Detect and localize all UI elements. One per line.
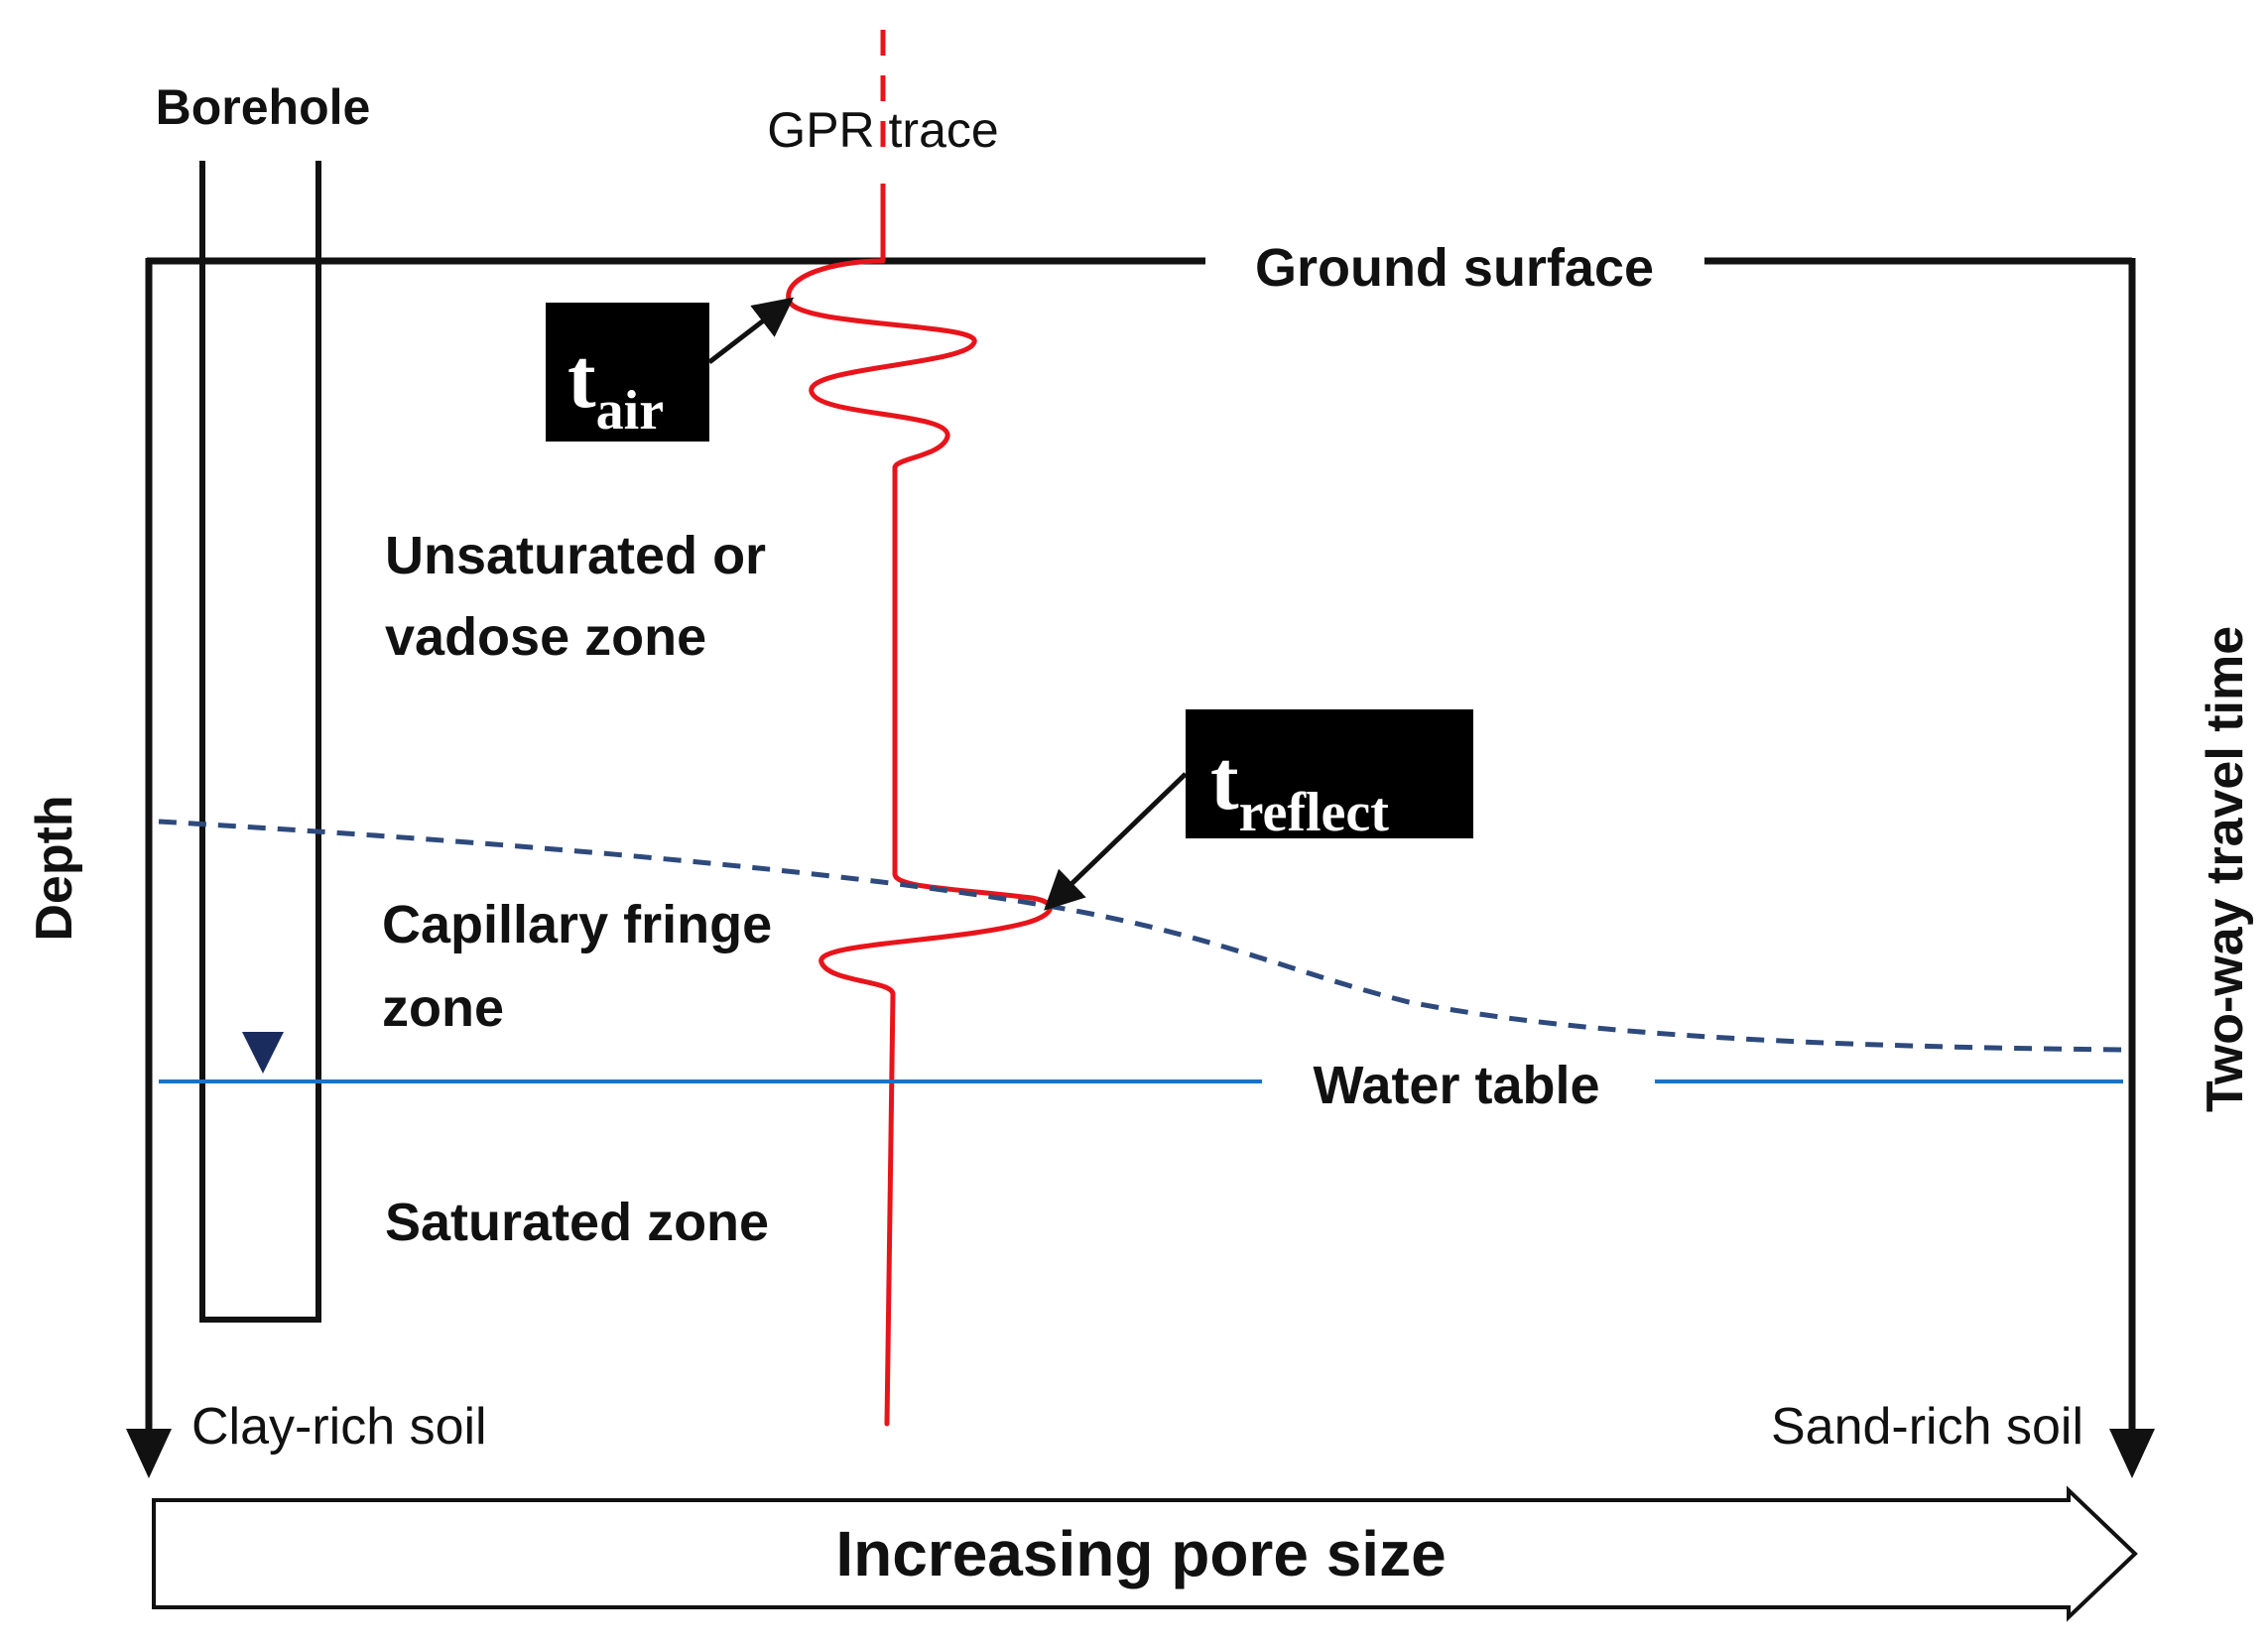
capillary-zone-label-line2: zone: [382, 978, 504, 1038]
travel-time-axis-arrowhead: [2109, 1429, 2155, 1478]
gpr-trace-label: GPR trace: [767, 102, 998, 158]
pore-size-arrow: [152, 1485, 2138, 1622]
borehole-label: Borehole: [156, 79, 371, 135]
water-table-label: Water table: [1313, 1056, 1599, 1115]
saturated-zone-label: Saturated zone: [385, 1193, 769, 1252]
capillary-zone-label-line1: Capillary fringe: [382, 895, 772, 954]
sand-rich-soil-label: Sand-rich soil: [1771, 1398, 2083, 1456]
two-way-travel-time-label: Two-way travel time: [2197, 626, 2254, 1112]
depth-axis-arrowhead: [126, 1429, 172, 1478]
t-air-box: [546, 303, 709, 442]
increasing-pore-size-label: Increasing pore size: [835, 1518, 1446, 1589]
t-air-label: tair: [567, 330, 664, 442]
t-reflect-main: t: [1210, 732, 1239, 827]
t-reflect-box: [1186, 709, 1473, 838]
unsaturated-zone-label-line2: vadose zone: [385, 607, 706, 667]
capillary-fringe-boundary: [158, 819, 2124, 1053]
t-reflect-pointer: [1044, 772, 1188, 911]
clay-rich-soil-label: Clay-rich soil: [191, 1398, 487, 1456]
t-air-sub: air: [596, 380, 664, 442]
ground-surface-label: Ground surface: [1255, 238, 1654, 298]
borehole-shape: [199, 161, 321, 1323]
t-reflect-label: treflect: [1210, 732, 1389, 843]
t-air-pointer: [707, 297, 795, 364]
water-table-marker-icon: [242, 1032, 284, 1074]
gpr-trace-waveform: [786, 258, 1053, 1427]
t-air-main: t: [567, 330, 596, 426]
t-reflect-sub: reflect: [1239, 782, 1390, 843]
unsaturated-zone-label-line1: Unsaturated or: [385, 526, 766, 585]
depth-label: Depth: [26, 795, 83, 941]
